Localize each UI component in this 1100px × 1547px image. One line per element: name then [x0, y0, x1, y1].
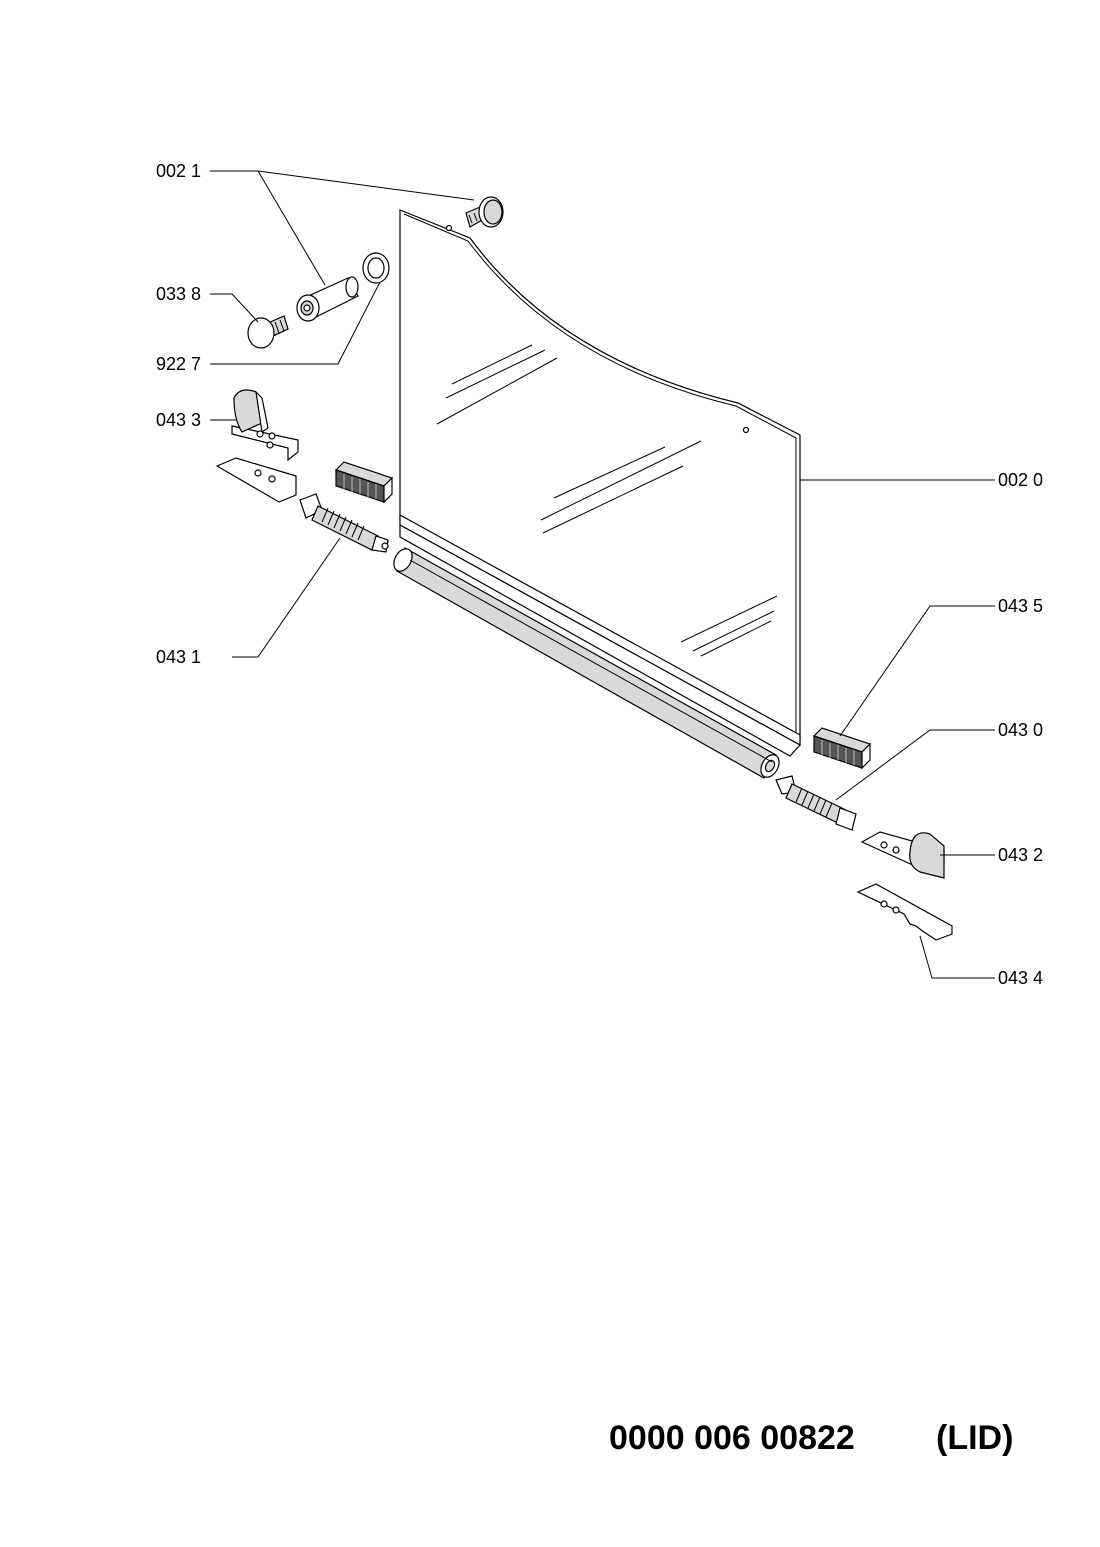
callout-label-9227: 922 7	[156, 354, 201, 374]
callout-label-0021: 002 1	[156, 161, 201, 181]
document-type: (LID)	[936, 1419, 1013, 1457]
foam-block-right-part	[812, 727, 872, 770]
callout-label-0338: 033 8	[156, 284, 201, 304]
callout-label-0430: 043 0	[998, 720, 1043, 740]
plate-right-part	[856, 883, 953, 941]
washer-part	[362, 252, 390, 284]
document-code: 0000 006 00822	[609, 1419, 855, 1457]
knob-screw-part	[465, 196, 504, 228]
callout-label-0433: 043 3	[156, 410, 201, 430]
hinge-right-part	[860, 831, 945, 879]
plate-left-part	[215, 457, 297, 503]
spacer-cylinder-part	[296, 276, 359, 322]
callout-label-0435: 043 5	[998, 596, 1043, 616]
small-knob-part	[247, 315, 289, 349]
hinge-left-part	[231, 389, 299, 462]
callout-label-0434: 043 4	[998, 968, 1043, 988]
spring-pin-left-part	[299, 493, 389, 553]
spring-pin-right-part	[775, 775, 857, 831]
handle-tube	[393, 547, 780, 779]
callout-label-0020: 002 0	[998, 470, 1043, 490]
callout-label-0432: 043 2	[998, 845, 1043, 865]
leader-lines	[210, 170, 995, 979]
glass-lid-panel	[399, 209, 801, 757]
callout-label-0431: 043 1	[156, 647, 201, 667]
foam-block-left-part	[334, 461, 394, 504]
